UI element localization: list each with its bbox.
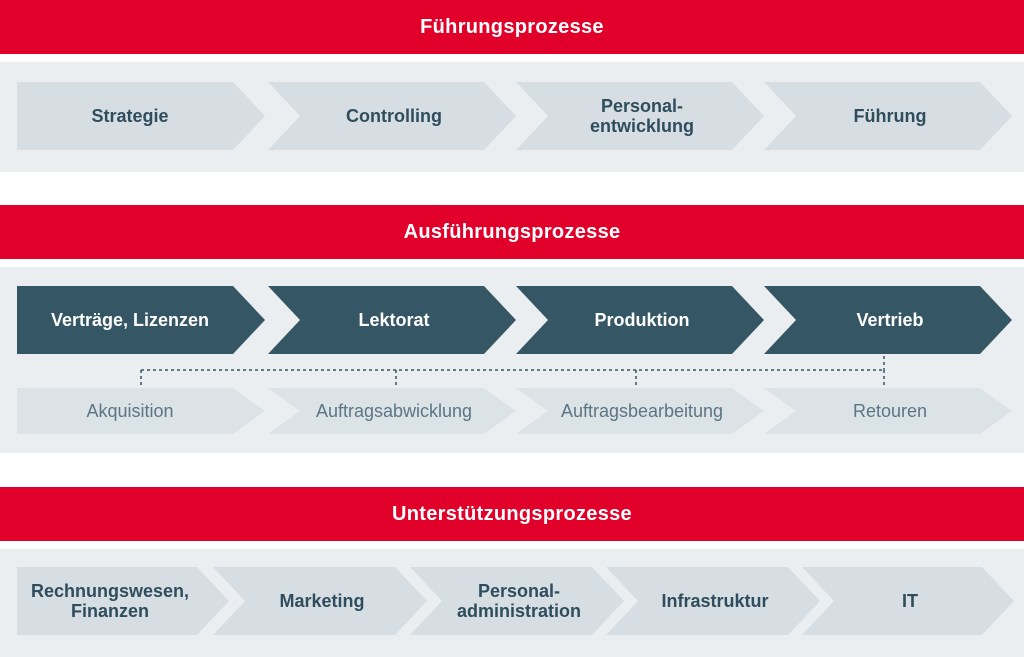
process-label: Führung <box>853 106 927 126</box>
subprocess-auftragsabwicklung: Auftragsabwicklung <box>268 388 516 434</box>
process-personalentwicklung: Personal- entwicklung <box>516 82 764 150</box>
process-vertraege-lizenzen: Verträge, Lizenzen <box>17 286 265 354</box>
section-title-text: Führungsprozesse <box>420 15 604 38</box>
process-label: Personal- entwicklung <box>589 96 694 136</box>
section-title-fuehrungsprozesse: Führungsprozesse <box>0 0 1024 54</box>
process-infrastruktur: Infrastruktur <box>606 567 820 635</box>
section-title-ausfuehrungsprozesse: Ausführungsprozesse <box>0 205 1024 259</box>
process-controlling: Controlling <box>268 82 516 150</box>
process-label: Produktion <box>594 310 690 330</box>
process-label: IT <box>902 591 918 611</box>
subprocess-auftragsbearbeitung: Auftragsbearbeitung <box>516 388 764 434</box>
subprocess-label: Auftragsabwicklung <box>315 401 473 421</box>
process-label: Lektorat <box>358 310 430 330</box>
process-label: Controlling <box>346 106 442 126</box>
process-personaladministration: Personal- administration <box>410 567 624 635</box>
process-label: Verträge, Lizenzen <box>50 310 210 330</box>
process-rechnungswesen-finanzen: Rechnungswesen, Finanzen <box>17 567 229 635</box>
section-title-text: Ausführungsprozesse <box>403 220 621 243</box>
process-fuehrung: Führung <box>764 82 1012 150</box>
process-label: Strategie <box>91 106 169 126</box>
section-title-text: Unterstützungsprozesse <box>392 502 632 525</box>
subprocess-retouren: Retouren <box>764 388 1012 434</box>
process-strategie: Strategie <box>17 82 265 150</box>
process-lektorat: Lektorat <box>268 286 516 354</box>
process-vertrieb: Vertrieb <box>764 286 1012 354</box>
subprocess-akquisition: Akquisition <box>17 388 265 434</box>
process-label: Infrastruktur <box>661 591 769 611</box>
process-label: Personal- administration <box>456 581 581 621</box>
process-marketing: Marketing <box>213 567 427 635</box>
process-label: Marketing <box>279 591 365 611</box>
process-label: Vertrieb <box>856 310 924 330</box>
process-it: IT <box>802 567 1014 635</box>
subprocess-label: Akquisition <box>86 401 174 421</box>
process-label: Rechnungswesen, Finanzen <box>30 581 190 621</box>
subprocess-label: Retouren <box>852 401 928 421</box>
section-title-unterstuetzungsprozesse: Unterstützungsprozesse <box>0 487 1024 541</box>
process-produktion: Produktion <box>516 286 764 354</box>
subprocess-label: Auftragsbearbeitung <box>560 401 724 421</box>
